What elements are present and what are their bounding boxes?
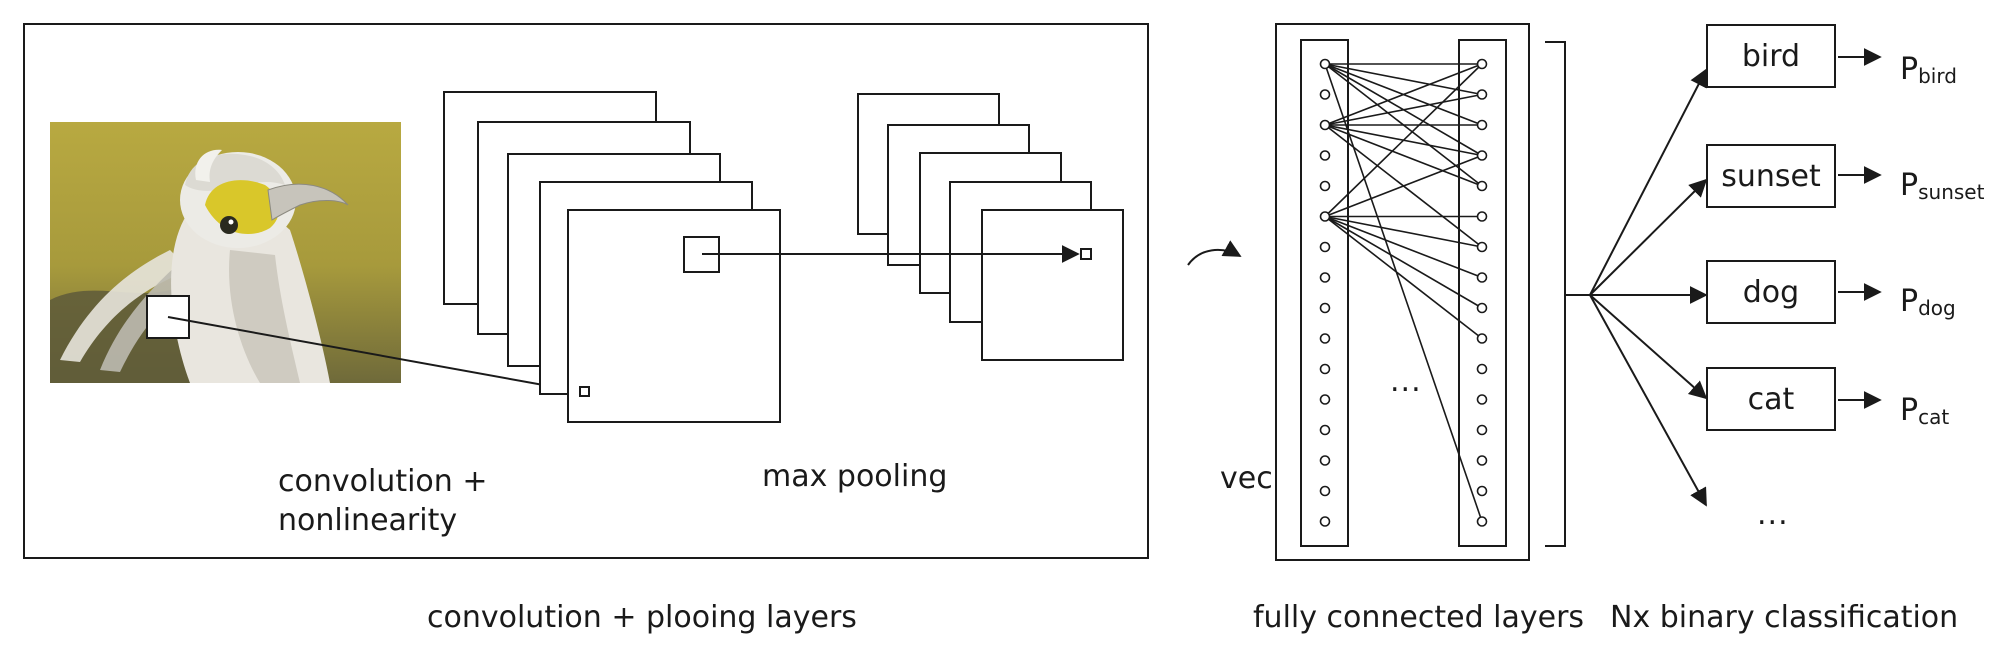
conv-label-line2: nonlinearity (278, 503, 458, 538)
fc-input-node (1319, 119, 1331, 131)
class-box-dog: dog (1706, 260, 1836, 324)
fc-hidden-node (1476, 211, 1488, 222)
fc-hidden-node (1476, 180, 1488, 192)
pool-label: max pooling (762, 459, 948, 494)
fc-connection (1324, 154, 1483, 218)
fc-hidden-node (1476, 516, 1488, 527)
fc-hidden-node (1476, 241, 1488, 253)
fc-hidden-node (1476, 394, 1488, 405)
fc-hidden-node (1476, 455, 1488, 466)
conv-section-frame (23, 23, 1149, 559)
pooled-target-pixel (1080, 248, 1092, 260)
prob-dog: Pdog (1900, 284, 1956, 320)
fc-connection (1324, 215, 1483, 279)
fc-connection (1324, 124, 1483, 187)
fc-connection (1324, 215, 1483, 248)
class-box-cat: cat (1706, 367, 1836, 431)
fc-input-node (1319, 302, 1331, 314)
fc-bracket (1545, 41, 1566, 547)
fc-hidden-node (1476, 272, 1488, 283)
fc-input-node (1319, 516, 1331, 527)
fc-input-node (1319, 455, 1331, 466)
fc-hidden-node (1476, 119, 1488, 131)
classification-caption: Nx binary classification (1610, 600, 1959, 635)
fc-connection (1324, 215, 1483, 309)
fc-input-node (1319, 333, 1331, 344)
fc-input-node (1319, 363, 1331, 375)
classification-fan (1565, 68, 1708, 507)
fc-connection (1324, 93, 1483, 126)
conv-section-caption: convolution + plooing layers (427, 600, 857, 635)
prob-cat: Pcat (1900, 393, 1950, 429)
conv-feature-maps (443, 91, 781, 423)
fc-hidden-node (1476, 485, 1488, 497)
fc-hidden-node (1476, 424, 1488, 436)
class-box-sunset: sunset (1706, 144, 1836, 208)
fc-hidden-layer (1458, 39, 1507, 547)
pooled-feature-maps (857, 93, 1124, 361)
classes-ellipsis: ... (1757, 497, 1789, 532)
fc-connection (1324, 63, 1483, 218)
fc-connection (1324, 63, 1483, 126)
fc-input-node (1319, 150, 1331, 161)
conv-target-pixel (579, 386, 590, 397)
bird-beak-icon (267, 183, 349, 221)
output-arrows (1838, 48, 1882, 409)
fc-connections (1324, 63, 1483, 522)
fc-input-node (1319, 485, 1331, 497)
fc-input-node (1319, 394, 1331, 405)
fc-connection (1324, 63, 1483, 522)
fc-input-node (1319, 89, 1331, 100)
input-image (50, 122, 401, 383)
fc-hidden-node (1476, 89, 1488, 100)
fc-input-node (1319, 241, 1331, 253)
class-box-bird: bird (1706, 24, 1836, 88)
fc-input-node (1319, 180, 1331, 192)
vec-label: vec (1220, 461, 1273, 496)
prob-bird: Pbird (1900, 52, 1957, 88)
fc-input-node (1319, 211, 1331, 222)
flatten-arrow (1187, 240, 1242, 266)
fc-hidden-node (1476, 333, 1488, 344)
conv-label-line1: convolution + (278, 464, 488, 499)
fc-input-node (1319, 272, 1331, 283)
fc-hidden-node (1476, 150, 1488, 161)
fc-hidden-nodes (1476, 58, 1488, 527)
fc-section-caption: fully connected layers (1253, 600, 1585, 635)
prob-sunset: Psunset (1900, 168, 1985, 204)
bird-wing-icon (60, 250, 190, 362)
conv-arrow (167, 316, 583, 396)
fc-input-layer (1300, 39, 1349, 547)
fc-ellipsis: ... (1390, 364, 1422, 399)
fc-input-node (1319, 424, 1331, 436)
fc-hidden-node (1476, 302, 1488, 314)
fc-hidden-node (1476, 363, 1488, 375)
fc-section-frame (1275, 23, 1530, 561)
fc-hidden-node (1476, 58, 1488, 70)
fc-input-node (1319, 58, 1331, 70)
fc-input-nodes (1319, 58, 1331, 527)
fc-connection (1324, 215, 1483, 340)
